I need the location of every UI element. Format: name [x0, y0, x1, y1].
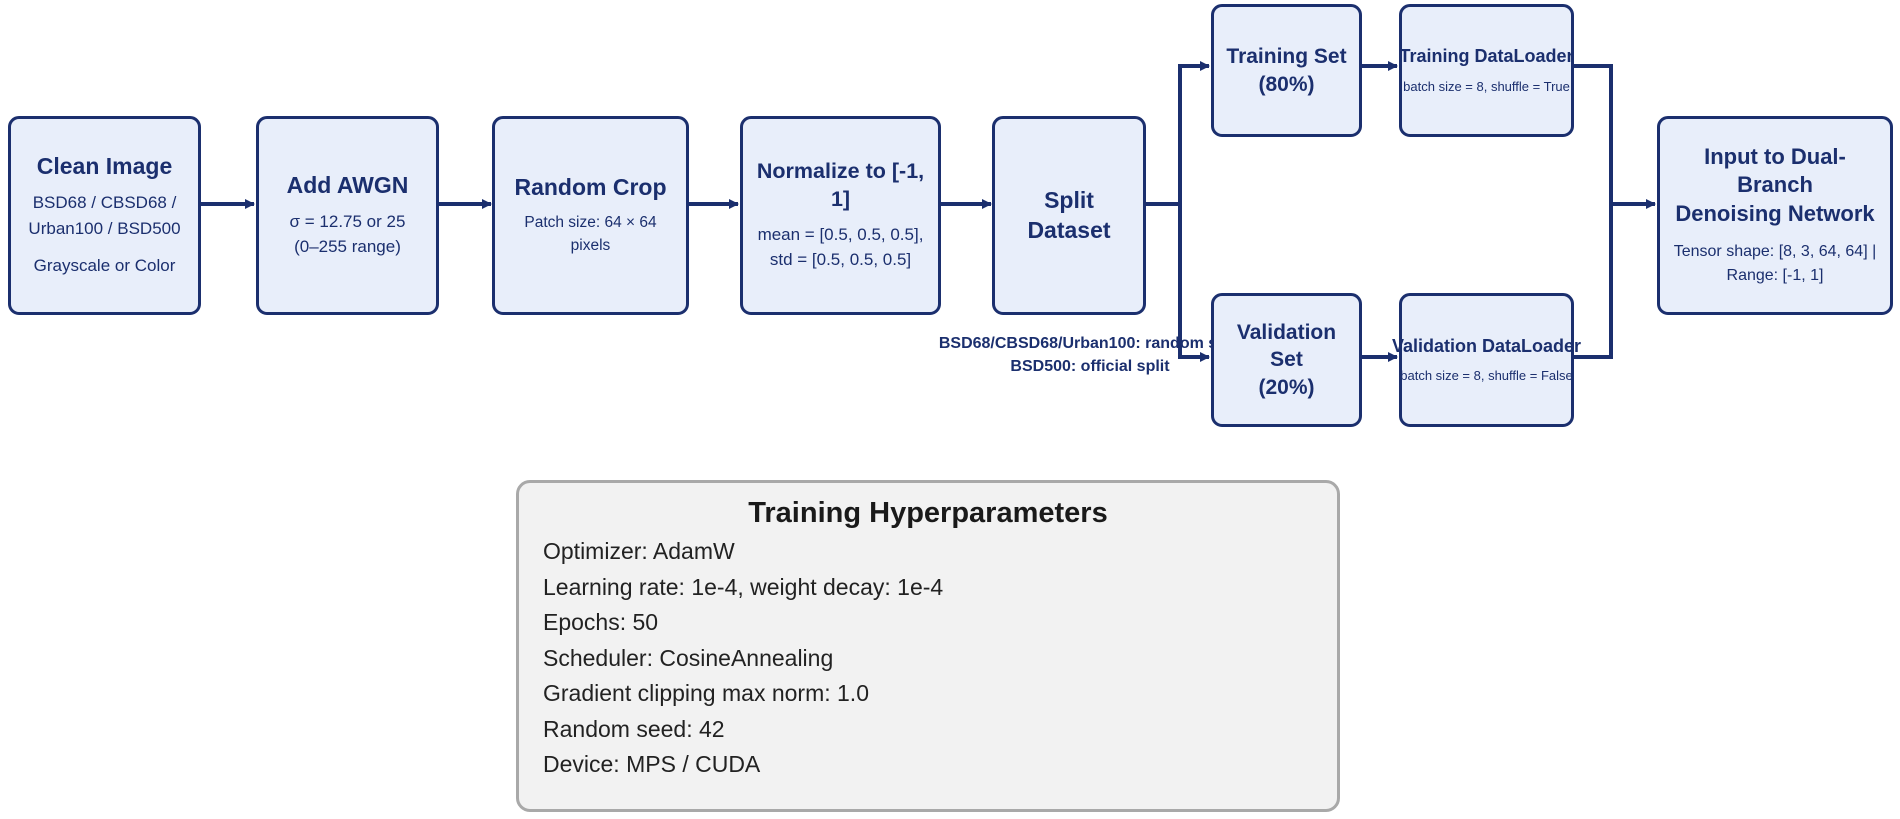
node-desc: batch size = 8, shuffle = True [1403, 78, 1570, 94]
hyperparameters-title: Training Hyperparameters [748, 497, 1108, 529]
split-note-line1: BSD68/CBSD68/Urban100: random split [938, 335, 1242, 352]
node-validation-set: Validation Set (20%) [1211, 293, 1362, 427]
node-desc: mean = [0.5, 0.5, 0.5], std = [0.5, 0.5,… [757, 224, 924, 270]
hyperparameter-item: Scheduler: CosineAnnealing [543, 644, 834, 671]
node-random-crop: Random Crop Patch size: 64 × 64 pixels [492, 116, 689, 315]
node-desc: BSD68 / CBSD68 / Urban100 / BSD500 [28, 193, 181, 238]
node-title: Add AWGN [286, 172, 409, 199]
hyperparameter-item: Device: MPS / CUDA [543, 751, 761, 777]
hyperparameter-item: Gradient clipping max norm: 1.0 [543, 680, 869, 706]
node-title: Clean Image [36, 153, 173, 180]
arrow-split-to-validation [1178, 204, 1210, 362]
node-normalize: Normalize to [-1, 1] mean = [0.5, 0.5, 0… [740, 116, 941, 315]
node-network-input: Input to Dual-Branch Denoising Network T… [1657, 116, 1893, 315]
node-title: Normalize to [-1, 1] [756, 159, 925, 211]
node-desc: batch size = 8, shuffle = False [1400, 368, 1573, 384]
hyperparameter-item: Random seed: 42 [543, 715, 725, 742]
arrow-split-to-training [1178, 61, 1210, 204]
connector-validation-loader-out [1574, 204, 1613, 359]
hyperparameter-item: Optimizer: AdamW [543, 538, 735, 564]
split-note: BSD68/CBSD68/Urban100: random split BSD5… [880, 332, 1300, 378]
split-note-line2: BSD500: official split [1010, 358, 1170, 376]
node-title: Training Set (80%) [1226, 45, 1347, 96]
node-add-awgn: Add AWGN σ = 12.75 or 25 (0–255 range) [256, 116, 439, 315]
node-title: Random Crop [514, 174, 667, 201]
node-desc: Patch size: 64 × 64 pixels [524, 214, 657, 255]
node-validation-dataloader: Validation DataLoader batch size = 8, sh… [1392, 293, 1581, 427]
node-desc: σ = 12.75 or 25 (0–255 range) [289, 211, 406, 257]
node-title: Validation Set (20%) [1236, 321, 1337, 399]
connector-training-loader-out [1574, 64, 1613, 204]
hyperparameter-item: Learning rate: 1e-4, weight decay: 1e-4 [543, 573, 944, 600]
node-clean-image: Clean Image BSD68 / CBSD68 / Urban100 / … [8, 116, 201, 315]
node-training-set: Training Set (80%) [1211, 4, 1362, 137]
node-split-dataset: Split Dataset [992, 116, 1146, 315]
node-title: Training DataLoader [1399, 46, 1574, 67]
hyperparameter-item: Epochs: 50 [543, 609, 659, 635]
node-desc-secondary: Grayscale or Color [33, 256, 176, 276]
node-title: Split Dataset [1027, 186, 1111, 243]
node-training-dataloader: Training DataLoader batch size = 8, shuf… [1399, 4, 1574, 137]
node-desc: Tensor shape: [8, 3, 64, 64] | Range: [-… [1673, 243, 1877, 285]
node-title: Validation DataLoader [1391, 335, 1582, 356]
node-title: Input to Dual-Branch Denoising Network [1675, 143, 1875, 226]
hyperparameters-panel: Training Hyperparameters Optimizer: Adam… [516, 480, 1340, 812]
